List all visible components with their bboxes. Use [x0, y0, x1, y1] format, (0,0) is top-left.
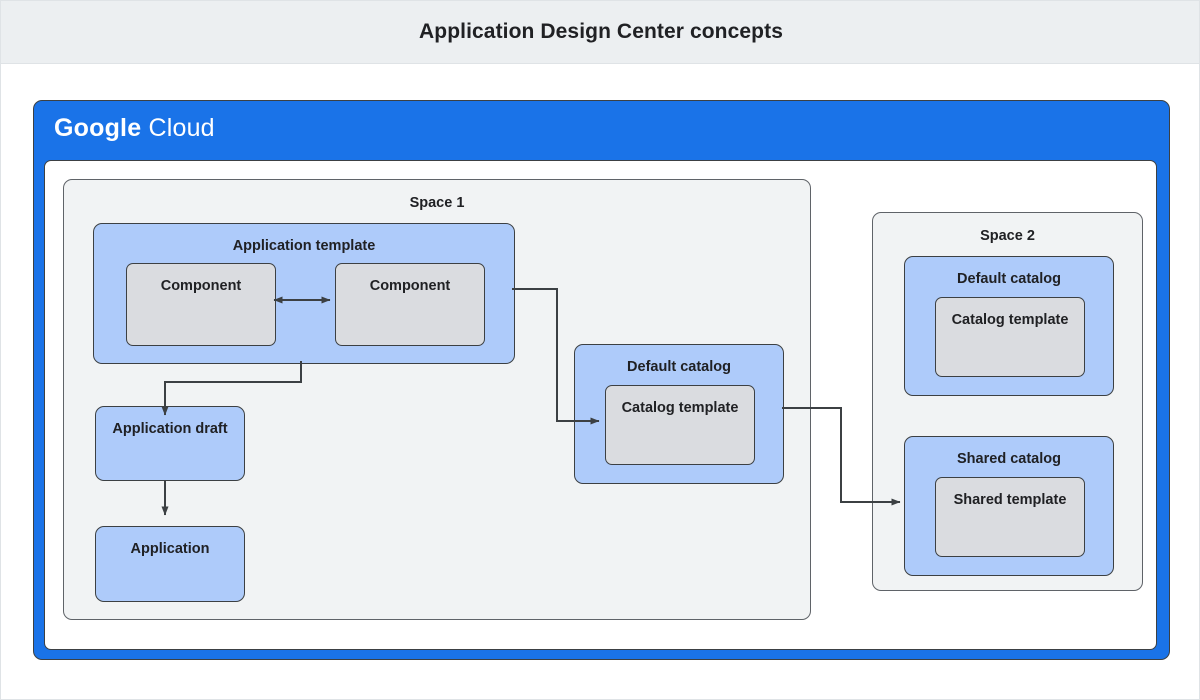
application-label: Application — [130, 541, 210, 557]
space-2-catalog-template-box: Catalog template — [935, 297, 1085, 377]
space-1-default-catalog-box: Default catalog Catalog template — [574, 344, 784, 484]
space-2-label: Space 2 — [980, 228, 1035, 244]
space-2-container: Space 2 Default catalog Catalog template… — [872, 212, 1143, 591]
component-right-box: Component — [335, 263, 485, 346]
space-1-catalog-template-box: Catalog template — [605, 385, 755, 465]
page-title: Application Design Center concepts — [419, 20, 783, 43]
space-2-shared-template-box: Shared template — [935, 477, 1085, 557]
google-cloud-logo-google: Google — [54, 114, 142, 142]
application-template-box: Application template Component Component — [93, 223, 515, 364]
google-cloud-container: Google Cloud Space 1 Application templat… — [33, 100, 1170, 660]
space-2-shared-catalog-box: Shared catalog Shared template — [904, 436, 1114, 576]
application-box: Application — [95, 526, 245, 602]
space-1-label: Space 1 — [409, 195, 465, 211]
component-left-box: Component — [126, 263, 276, 346]
space-2-shared-catalog-label: Shared catalog — [957, 451, 1061, 467]
space-1-default-catalog-label: Default catalog — [627, 359, 731, 375]
space-2-default-catalog-label: Default catalog — [957, 271, 1061, 287]
google-cloud-inner-panel: Space 1 Application template Component C… — [44, 160, 1157, 650]
title-bar: Application Design Center concepts — [1, 1, 1199, 64]
application-draft-label: Application draft — [112, 421, 228, 437]
space-2-shared-template-label: Shared template — [953, 492, 1067, 508]
space-2-default-catalog-box: Default catalog Catalog template — [904, 256, 1114, 396]
space-1-container: Space 1 Application template Component C… — [63, 179, 811, 620]
space-1-catalog-template-label: Catalog template — [621, 400, 739, 416]
component-left-label: Component — [160, 278, 242, 294]
application-template-label: Application template — [232, 238, 376, 254]
application-draft-box: Application draft — [95, 406, 245, 481]
component-right-label: Component — [369, 278, 451, 294]
google-cloud-logo-cloud: Cloud — [148, 114, 215, 142]
space-2-catalog-template-label: Catalog template — [951, 312, 1069, 328]
google-cloud-logo: Google Cloud — [54, 114, 215, 143]
